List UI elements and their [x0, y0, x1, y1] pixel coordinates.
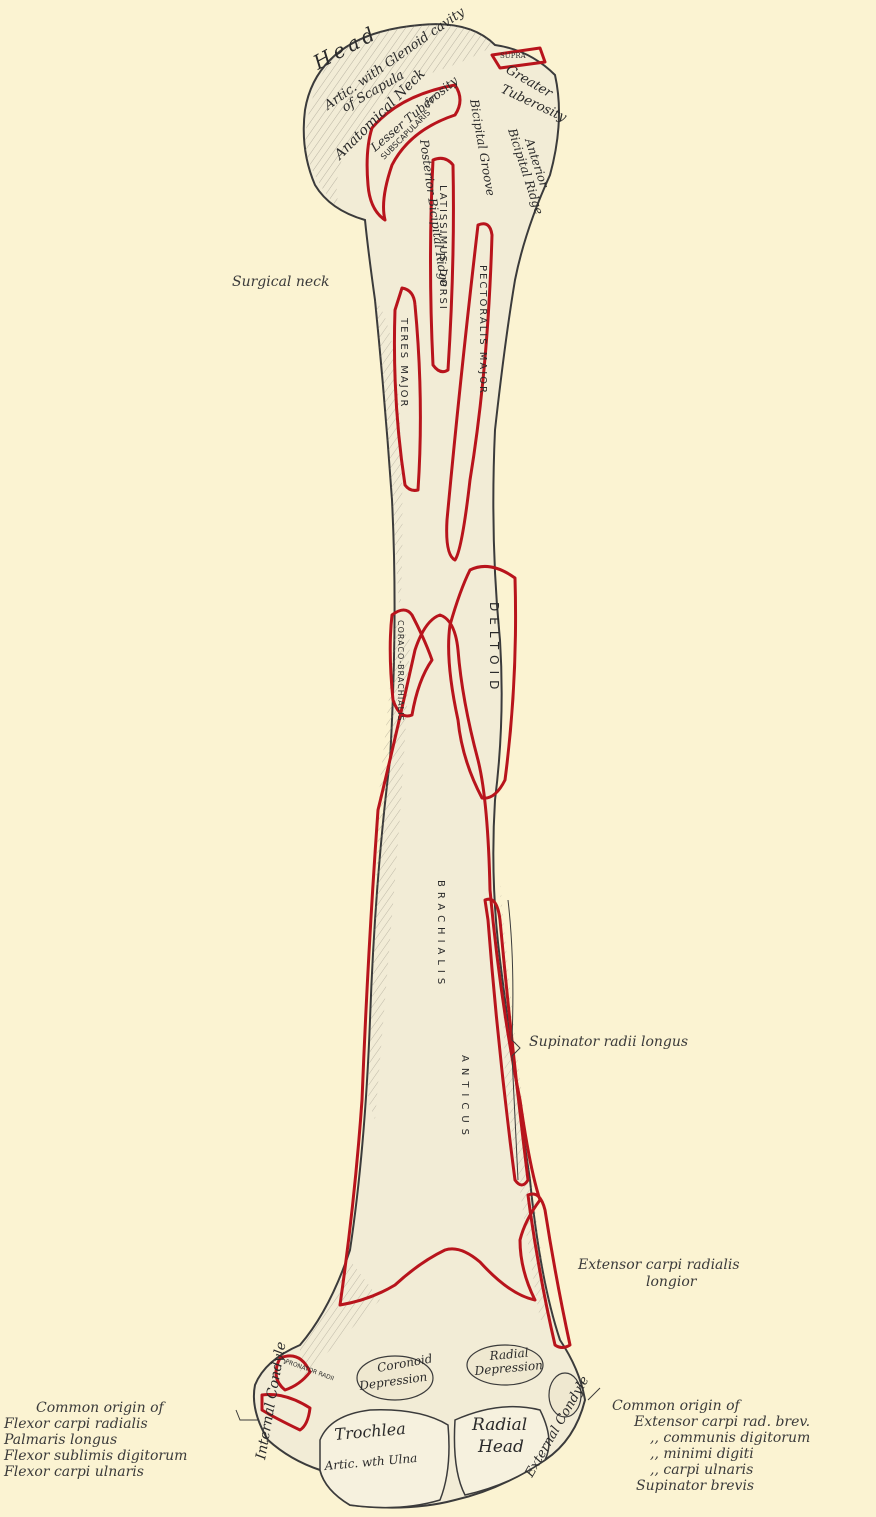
left-common-1: Flexor carpi radialis — [4, 1416, 187, 1432]
label-anticus: ANTICUS — [459, 1055, 470, 1141]
label-pectoralis: PECTORALIS MAJOR — [477, 265, 488, 395]
left-common-3: Flexor sublimis digitorum — [4, 1448, 187, 1464]
left-common-2: Palmaris longus — [4, 1432, 187, 1448]
label-supra: SUPRA — [500, 52, 527, 60]
left-common-4: Flexor carpi ulnaris — [4, 1464, 187, 1480]
label-brachialis: BRACHIALIS — [435, 880, 446, 989]
label-supinator-radii-longus: Supinator radii longus — [529, 1034, 688, 1050]
right-common-0: Common origin of — [612, 1398, 810, 1414]
label-coraco: CORACO-BRACHIALIS — [396, 620, 405, 722]
label-ecrl-1: Extensor carpi radialis — [578, 1257, 740, 1273]
bone-outline — [254, 24, 585, 1507]
right-common-origin-list: Common origin of Extensor carpi rad. bre… — [612, 1398, 810, 1494]
right-common-2: ,, communis digitorum — [612, 1430, 810, 1446]
left-common-origin-list: Common origin of Flexor carpi radialis P… — [4, 1400, 187, 1480]
label-deltoid: DELTOID — [487, 602, 501, 695]
label-radial-head-1: Radial — [471, 1415, 527, 1435]
right-common-1: Extensor carpi rad. brev. — [612, 1414, 810, 1430]
label-surgical-neck: Surgical neck — [232, 274, 329, 290]
label-teres-major: TERES MAJOR — [398, 317, 409, 408]
right-common-3: ,, minimi digiti — [612, 1446, 810, 1462]
right-common-4: ,, carpi ulnaris — [612, 1462, 810, 1478]
label-radial-head-2: Head — [477, 1437, 524, 1457]
right-common-5: Supinator brevis — [612, 1478, 810, 1494]
label-ecrl-2: longior — [646, 1274, 696, 1290]
left-common-0: Common origin of — [4, 1400, 187, 1416]
